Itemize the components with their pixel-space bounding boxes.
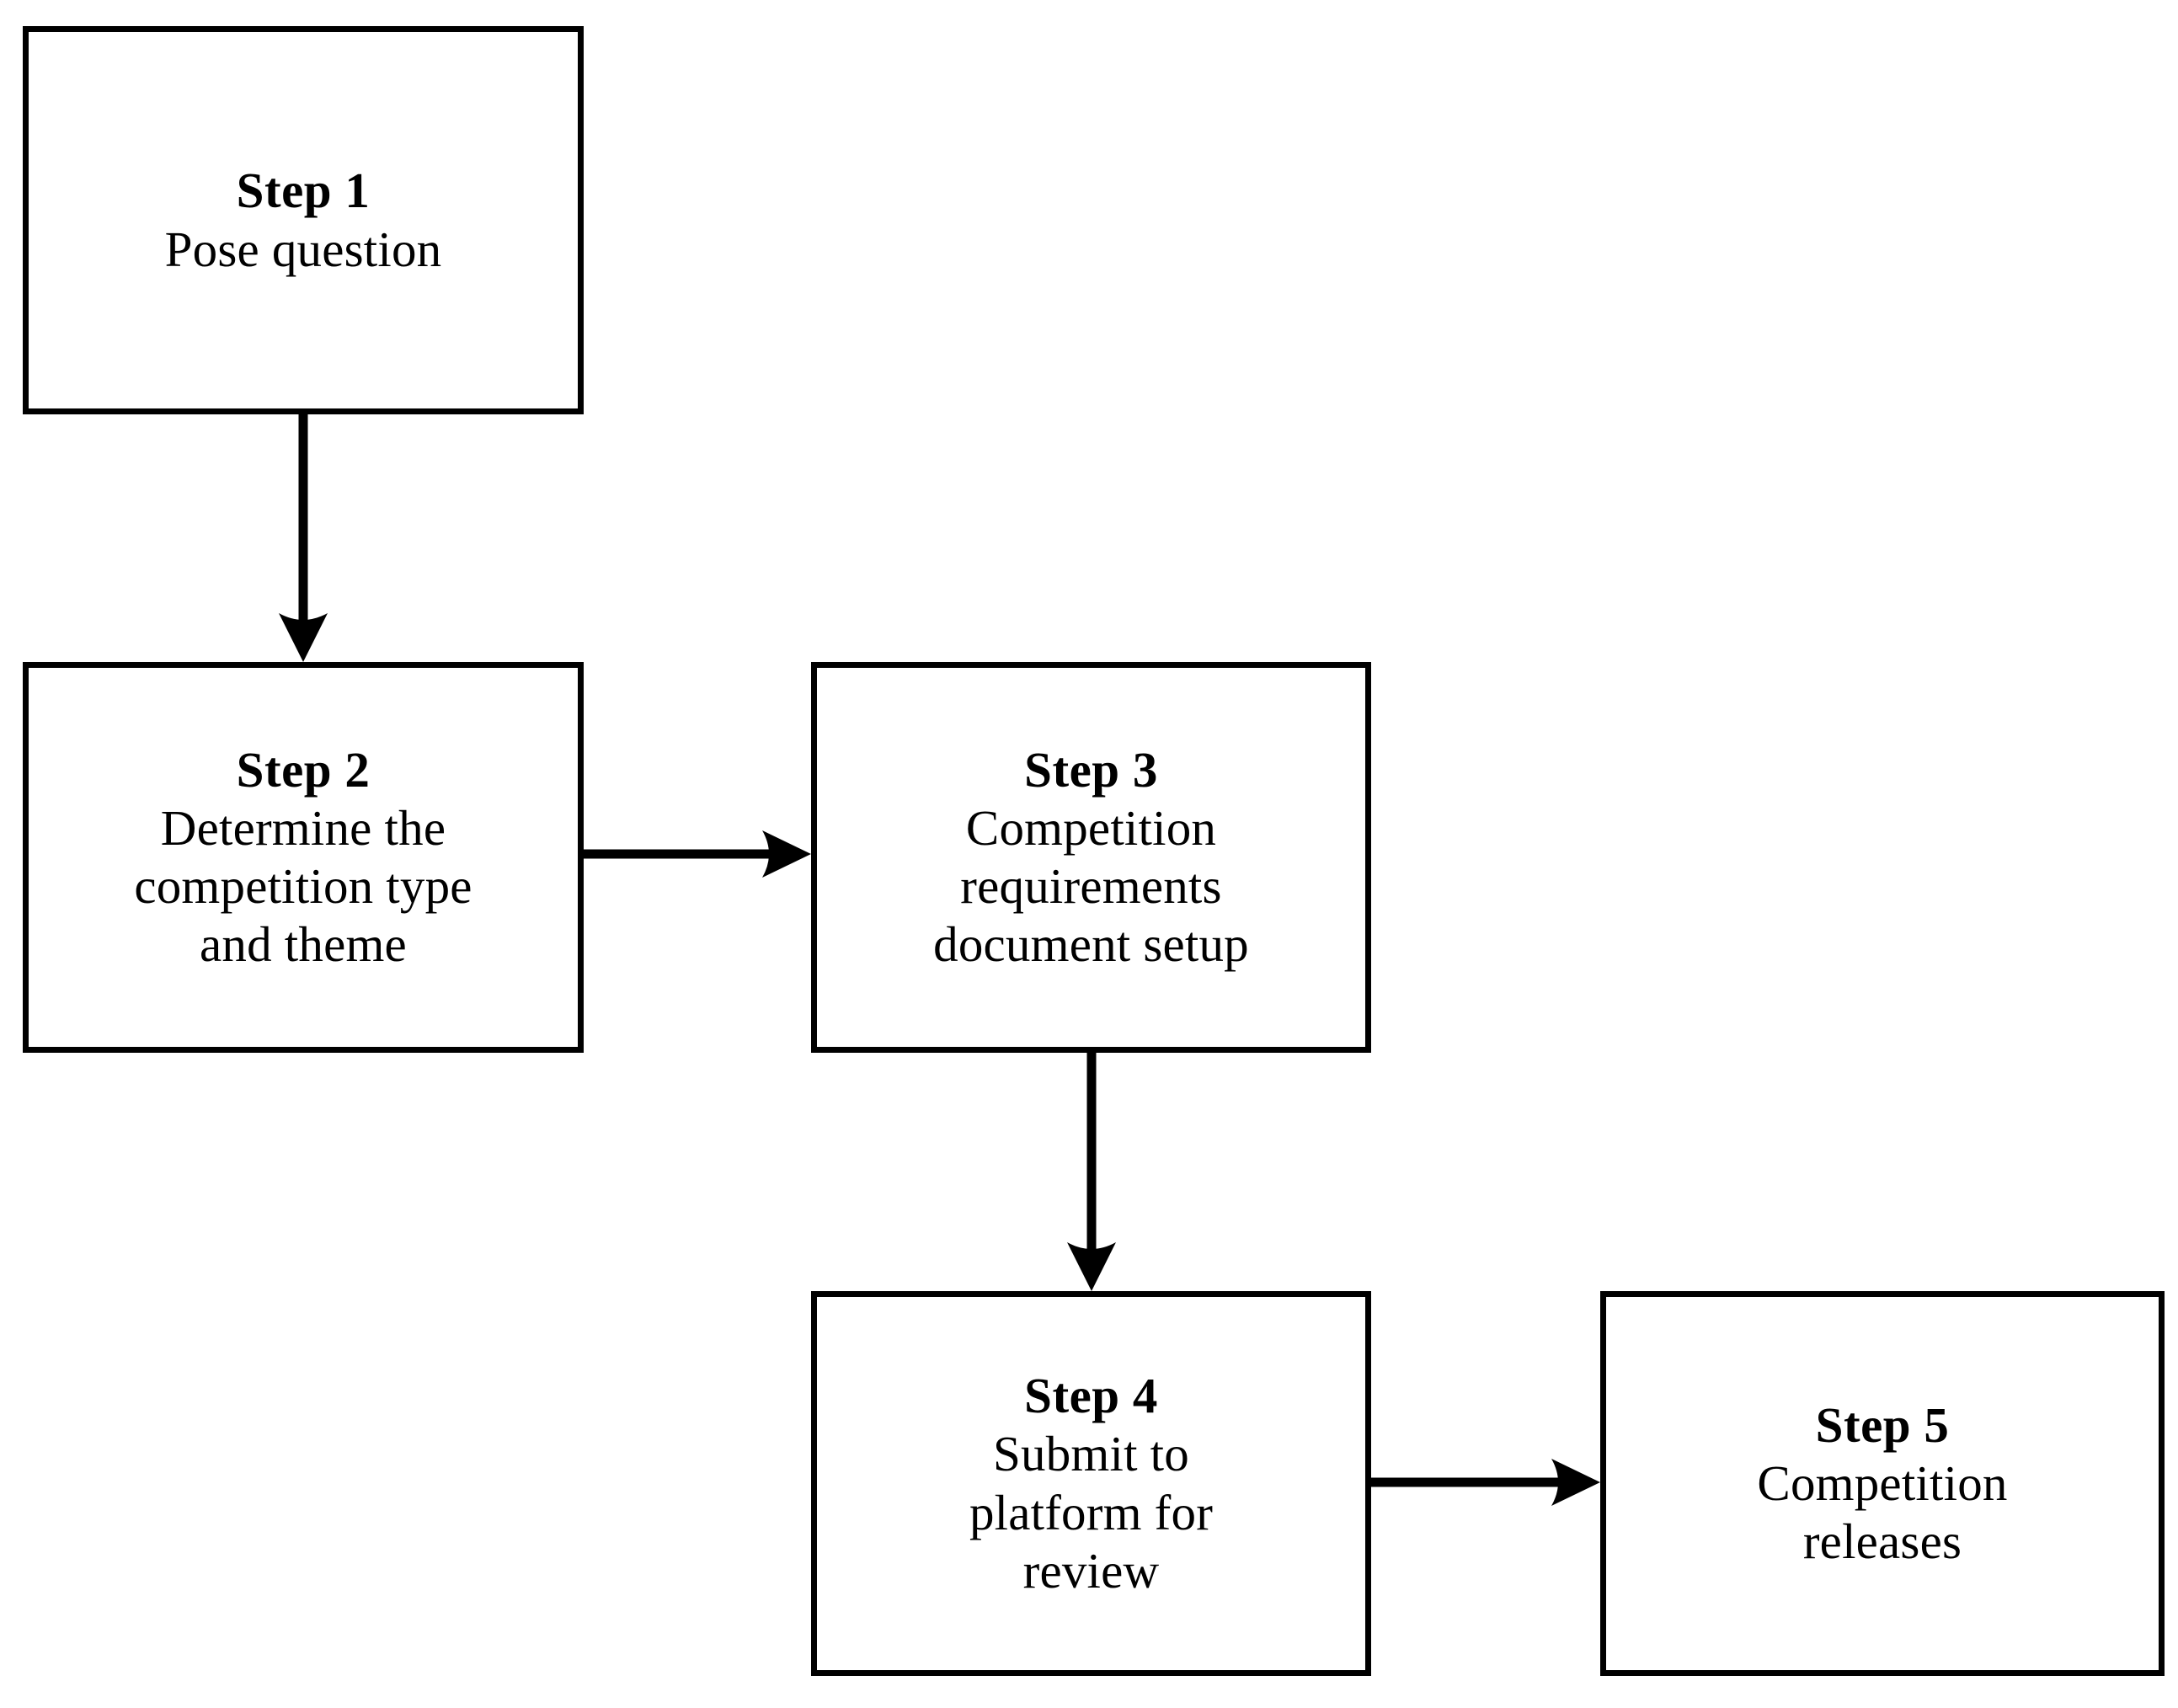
flow-node-step-1-body: Pose question (165, 221, 442, 279)
flow-node-step-4[interactable]: Step 4 Submit to platform for review (811, 1291, 1371, 1676)
flow-node-step-4-line-1: Submit to (993, 1426, 1189, 1482)
flow-node-step-1[interactable]: Step 1 Pose question (23, 26, 584, 414)
flow-node-step-2[interactable]: Step 2 Determine the competition type an… (23, 662, 584, 1053)
flow-node-step-5-title: Step 5 (1815, 1396, 1950, 1453)
flow-node-step-5-body: Competition releases (1757, 1454, 2007, 1571)
flow-node-step-4-title: Step 4 (1024, 1368, 1158, 1424)
flow-node-step-2-line-3: and theme (200, 916, 407, 973)
flow-node-step-3-line-3: document setup (933, 916, 1249, 973)
flow-node-step-2-title: Step 2 (236, 741, 371, 798)
edge-step4-step5 (1371, 1459, 1600, 1506)
flow-node-step-3-line-1: Competition (965, 799, 1217, 856)
flow-node-step-4-line-2: platform for (969, 1484, 1214, 1540)
flow-node-step-5-line-1: Competition (1757, 1454, 2008, 1511)
flow-node-step-2-line-1: Determine the (160, 799, 446, 856)
flow-node-step-4-body: Submit to platform for review (969, 1425, 1213, 1599)
edge-step2-step3 (584, 830, 811, 878)
edge-step1-step2 (279, 414, 328, 662)
flow-node-step-5[interactable]: Step 5 Competition releases (1600, 1291, 2165, 1676)
flow-node-step-3-title: Step 3 (1024, 741, 1158, 798)
flow-node-step-5-line-2: releases (1802, 1513, 1962, 1569)
flow-node-step-3[interactable]: Step 3 Competition requirements document… (811, 662, 1371, 1053)
flow-node-step-3-body: Competition requirements document setup (933, 799, 1249, 974)
flow-node-step-2-body: Determine the competition type and theme (134, 799, 472, 974)
flow-node-step-1-line-1: Pose question (164, 221, 442, 277)
flow-node-step-1-title: Step 1 (236, 163, 371, 219)
flow-node-step-2-line-2: competition type (134, 858, 472, 914)
edge-step3-step4 (1067, 1053, 1116, 1291)
flow-node-step-3-line-2: requirements (960, 858, 1222, 914)
flow-node-step-4-line-3: review (1022, 1542, 1160, 1599)
